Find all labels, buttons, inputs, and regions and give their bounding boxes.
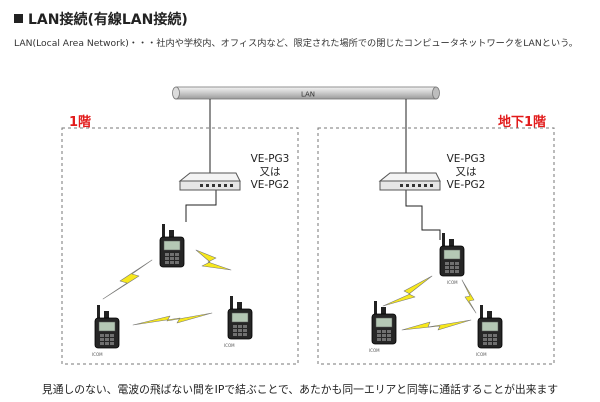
page-title: LAN接続(有線LAN接続) <box>14 9 188 29</box>
bullet-square-icon <box>14 14 23 23</box>
footer-caption: 見通しのない、電波の飛ばない間をIPで結ぶことで、あたかも同一エリアと同等に通話… <box>41 383 559 396</box>
cables-1f <box>185 99 217 222</box>
lan-backbone-pipe <box>172 86 440 100</box>
area-box-1f <box>61 127 299 365</box>
device-model-line: VE-PG2 <box>446 179 486 191</box>
radio-brand-label: ICOM <box>224 343 235 348</box>
radio-links-b1f <box>382 275 477 331</box>
radio-unit-1f-left <box>94 304 120 349</box>
device-model-line: 又は <box>455 166 477 178</box>
page-title-text: LAN接続(有線LAN接続) <box>28 12 188 28</box>
radio-brand-label: ICOM <box>369 348 380 353</box>
device-model-line: 又は <box>259 166 281 178</box>
lan-description: LAN(Local Area Network)・・・社内や学校内、オフィス内など… <box>14 38 578 49</box>
lan-backbone-label: LAN <box>301 91 315 99</box>
device-label-1f: VE-PG3 又は VE-PG2 <box>240 153 300 192</box>
floor-label-b1f: 地下1階 <box>498 115 547 130</box>
cables-b1f <box>405 99 441 240</box>
device-model-line: VE-PG2 <box>250 179 290 191</box>
radio-unit-1f-right <box>227 295 253 340</box>
device-model-line: VE-PG3 <box>446 153 486 165</box>
lightning-bolt-icon <box>401 319 472 331</box>
radio-unit-b1f-top <box>439 232 465 277</box>
area-box-b1f <box>317 127 555 365</box>
floor-label-1f: 1階 <box>69 115 92 130</box>
network-device-1f <box>179 172 241 191</box>
lightning-bolt-icon <box>195 249 232 271</box>
radio-unit-b1f-left <box>371 300 397 345</box>
lightning-bolt-icon <box>132 312 213 326</box>
radio-unit-1f-top <box>159 223 185 268</box>
lightning-bolt-icon <box>102 259 153 300</box>
radio-links-1f <box>102 249 232 326</box>
radio-unit-b1f-right <box>477 304 503 349</box>
lightning-bolt-icon <box>461 279 477 314</box>
radio-brand-label: ICOM <box>92 352 103 357</box>
device-label-b1f: VE-PG3 又は VE-PG2 <box>436 153 496 192</box>
radio-brand-label: ICOM <box>476 352 487 357</box>
radio-brand-label: ICOM <box>447 280 458 285</box>
lightning-bolt-icon <box>382 275 433 307</box>
network-device-b1f <box>379 172 441 191</box>
device-model-line: VE-PG3 <box>250 153 290 165</box>
